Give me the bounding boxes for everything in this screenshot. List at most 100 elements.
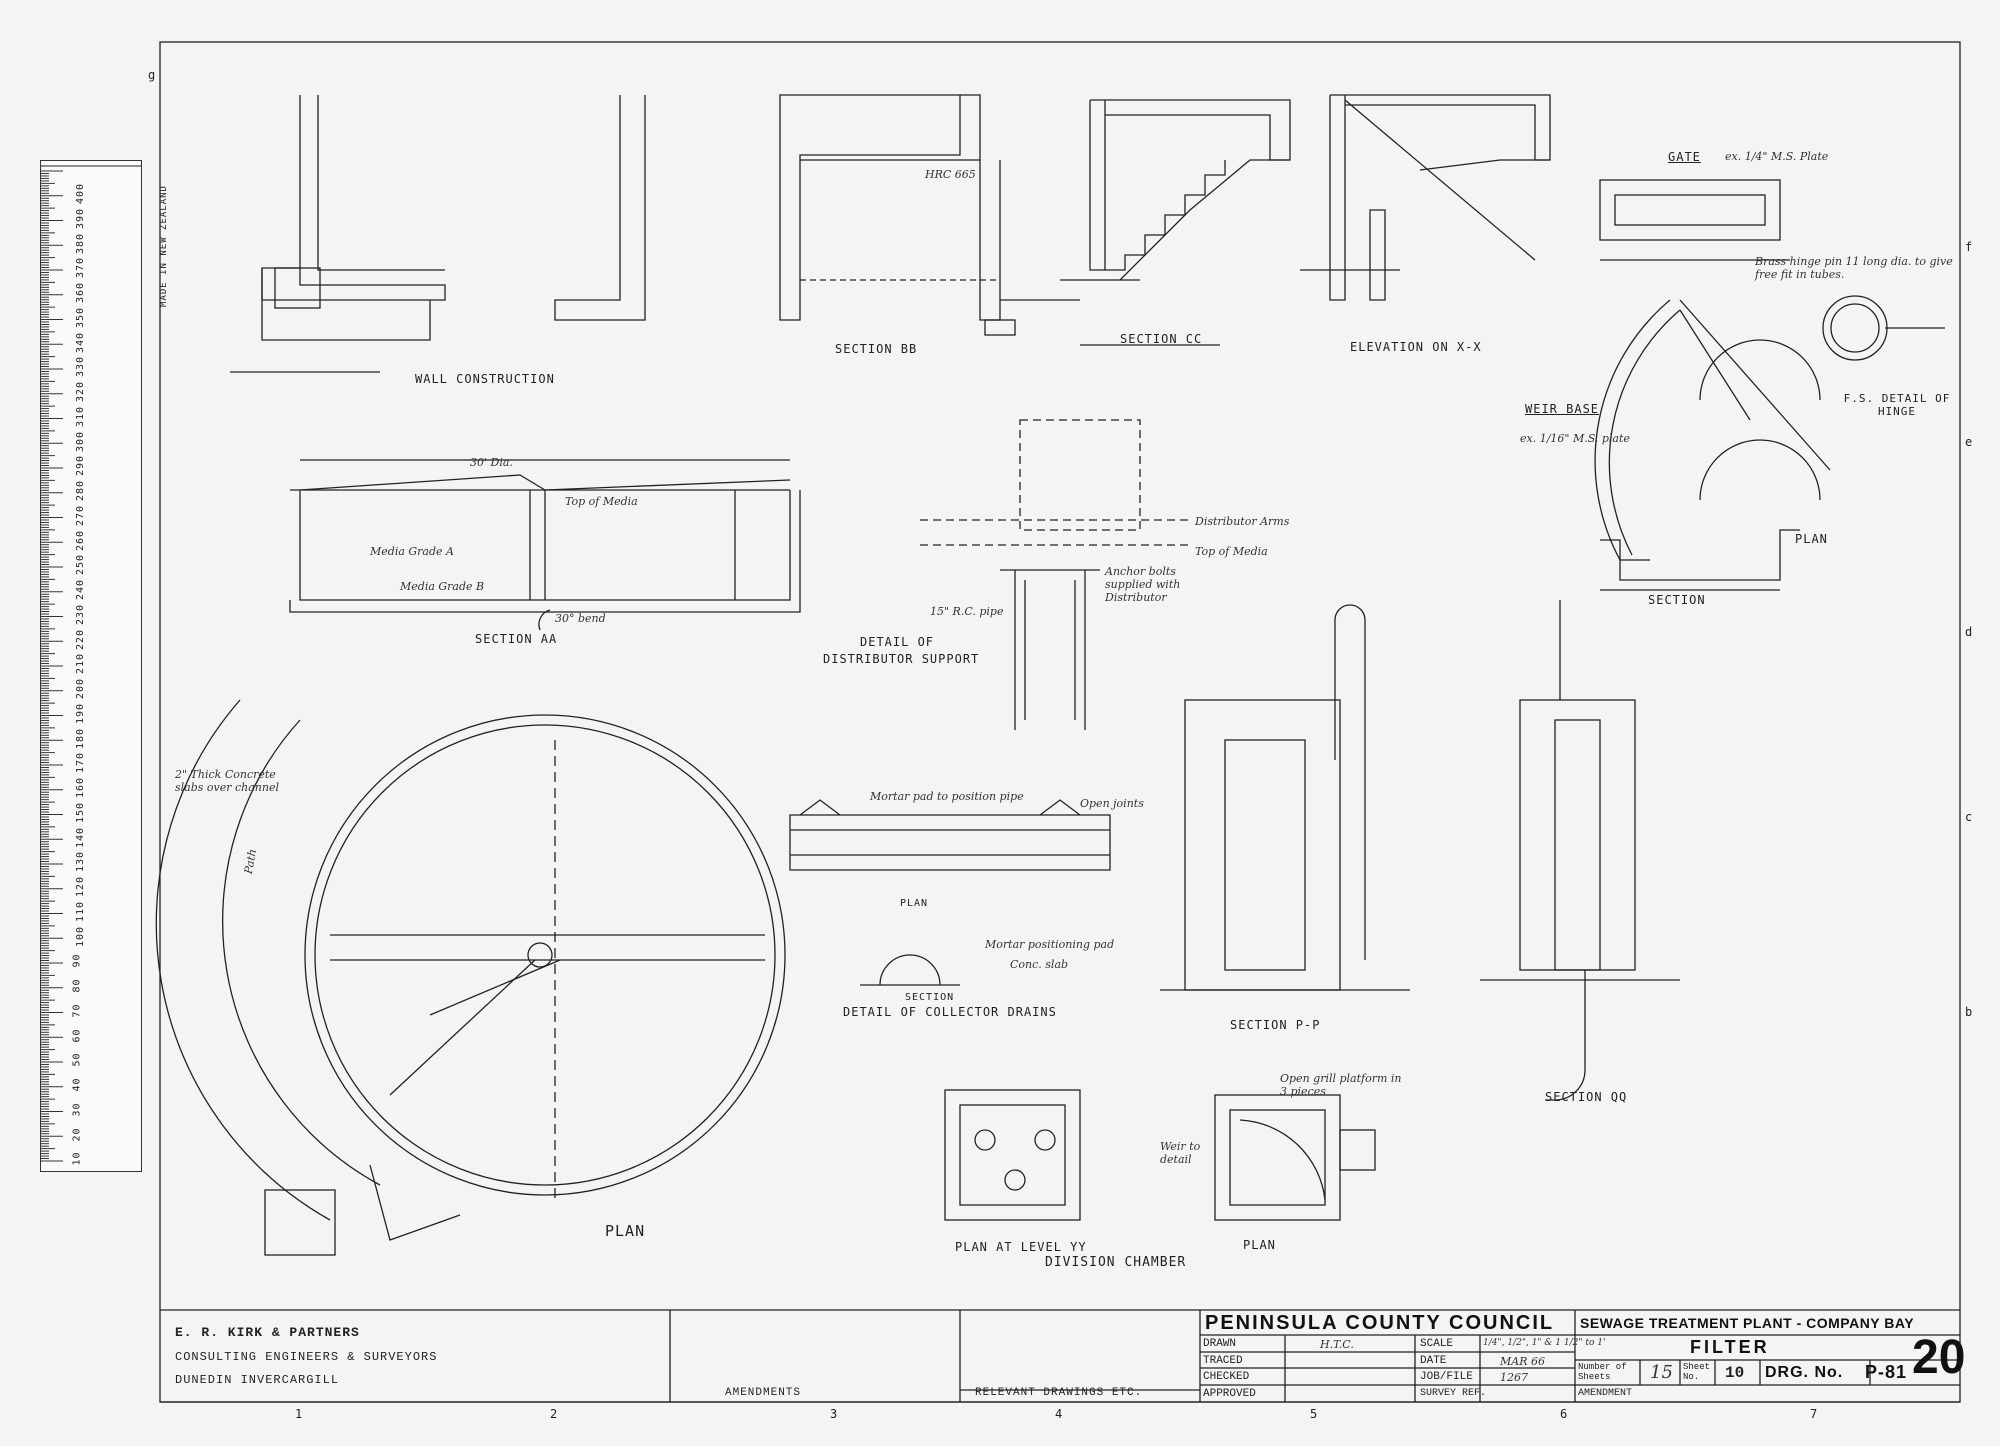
job-label: JOB/FILE [1420, 1371, 1473, 1383]
grid-col-2: 2 [550, 1407, 559, 1421]
date-value: MAR 66 [1500, 1355, 1545, 1368]
grid-col-4: 4 [1055, 1407, 1064, 1421]
division-chamber-plan-drawing [1214, 1094, 1376, 1221]
sheet-big-number: 20 [1912, 1331, 1966, 1384]
survey-label: SURVEY REF. [1420, 1388, 1487, 1399]
title-block-lines [160, 1309, 1960, 1402]
label-plan-main: PLAN [605, 1222, 646, 1240]
grid-col-6: 6 [1560, 1407, 1569, 1421]
label-hinge-detail: F.S. DETAIL OF HINGE [1843, 392, 1951, 418]
label-weir-section: SECTION [1648, 593, 1706, 607]
label-section-bb: SECTION BB [835, 342, 918, 356]
label-division-chamber: DIVISION CHAMBER [1045, 1255, 1187, 1270]
note-30-bend: 30° bend [555, 612, 606, 625]
note-rc-pipe: 15" R.C. pipe [930, 605, 1004, 618]
section-aa-drawing [289, 459, 801, 631]
note-gate-plate: ex. 1/4" M.S. Plate [1725, 150, 1829, 163]
grid-row-c: c [1965, 810, 1974, 824]
scale-ruler: MADE IN NEW ZEALAND [40, 160, 169, 1172]
project-name: SEWAGE TREATMENT PLANT - COMPANY BAY [1580, 1315, 1915, 1331]
label-gate: GATE [1668, 150, 1701, 164]
firm-locations: DUNEDIN INVERCARGILL [175, 1373, 340, 1387]
section-cc-drawing [1060, 99, 1291, 346]
job-value: 1267 [1500, 1371, 1528, 1384]
note-weir-plate: ex. 1/16" M.S. plate [1520, 432, 1630, 445]
grid-row-g: g [148, 68, 157, 82]
sheet-no-value: 10 [1725, 1364, 1745, 1382]
plan-level-yy-drawing [944, 1089, 1081, 1221]
note-anchor-bolts: Anchor bolts supplied with Distributor [1105, 565, 1181, 604]
amendment-label: AMENDMENT [1578, 1388, 1633, 1399]
label-elevation-xx: ELEVATION ON X-X [1350, 340, 1482, 354]
relevant-drawings-label: RELEVANT DRAWINGS ETC. [975, 1387, 1143, 1399]
firm-name: E. R. KIRK & PARTNERS [175, 1325, 360, 1340]
num-sheets-label: Number of Sheets [1578, 1362, 1627, 1382]
num-sheets-value: 15 [1650, 1362, 1673, 1383]
grid-row-f: f [1965, 240, 1974, 254]
note-top-of-media-aa: Top of Media [565, 495, 638, 508]
label-collector-plan: PLAN [900, 898, 929, 909]
label-weir-plan: PLAN [1795, 532, 1828, 546]
label-section-cc: SECTION CC [1120, 332, 1203, 346]
section-pp-drawing [1160, 604, 1410, 991]
drawn-label: DRAWN [1203, 1338, 1237, 1350]
note-brass-hinge: Brass hinge pin 11 long dia. to give fre… [1755, 255, 1953, 281]
weir-base-drawing [1594, 299, 1831, 561]
scale-label: SCALE [1420, 1338, 1454, 1350]
weir-section-drawing [1600, 529, 1800, 591]
sheet-no-label: Sheet No. [1683, 1362, 1711, 1382]
amendments-label: AMENDMENTS [725, 1387, 802, 1399]
client-name: PENINSULA COUNTY COUNCIL [1205, 1312, 1555, 1334]
label-distributor-support: DISTRIBUTOR SUPPORT [823, 652, 980, 666]
note-conc-slab: Conc. slab [1010, 958, 1069, 971]
elevation-xx-drawing [1300, 94, 1551, 301]
note-weir-to-detail: Weir to detail [1160, 1140, 1201, 1166]
hinge-detail-drawing [1822, 295, 1945, 361]
drawing-title: FILTER [1690, 1337, 1770, 1357]
distributor-support-drawing [920, 419, 1190, 730]
ruler-ticks [41, 165, 141, 1162]
label-section-qq: SECTION QQ [1545, 1090, 1628, 1104]
label-weir-base: WEIR BASE [1525, 402, 1600, 416]
traced-label: TRACED [1203, 1355, 1243, 1367]
label-section-aa: SECTION AA [475, 632, 558, 646]
label-detail-collector: DETAIL OF COLLECTOR DRAINS [843, 1005, 1057, 1019]
drg-label: DRG. No. [1765, 1364, 1844, 1381]
wall-construction-drawing [230, 95, 646, 373]
approved-label: APPROVED [1203, 1388, 1256, 1400]
label-division-plan: PLAN [1243, 1238, 1276, 1252]
sheet-border [159, 41, 1961, 1403]
filter-plan-drawing [155, 699, 786, 1256]
grid-col-1: 1 [295, 1407, 304, 1421]
note-mortar-positioning-pad: Mortar positioning pad [985, 938, 1115, 951]
note-distributor-arms: Distributor Arms [1195, 515, 1290, 528]
note-open-grill: Open grill platform in 3 pieces [1280, 1072, 1402, 1098]
note-hrc-665: HRC 665 [925, 168, 976, 181]
note-open-joints: Open joints [1080, 797, 1144, 810]
grid-col-7: 7 [1810, 1407, 1819, 1421]
label-collector-section: SECTION [905, 992, 955, 1003]
label-detail-of: DETAIL OF [860, 635, 935, 649]
firm-type: CONSULTING ENGINEERS & SURVEYORS [175, 1350, 438, 1364]
label-plan-level-yy: PLAN AT LEVEL YY [955, 1240, 1087, 1254]
label-section-pp: SECTION P-P [1230, 1018, 1321, 1032]
note-concrete-slabs: 2" Thick Concrete slabs over channel [175, 768, 280, 794]
grid-row-b: b [1965, 1005, 1974, 1019]
note-media-grade-b: Media Grade B [400, 580, 485, 593]
label-wall-construction: WALL CONSTRUCTION [415, 372, 555, 386]
drg-value: P-81 [1865, 1362, 1908, 1382]
date-label: DATE [1420, 1355, 1447, 1367]
section-bb-drawing [779, 94, 1080, 336]
note-media-grade-a: Media Grade A [370, 545, 454, 558]
checked-label: CHECKED [1203, 1371, 1250, 1383]
grid-col-3: 3 [830, 1407, 839, 1421]
section-qq-drawing [1480, 600, 1680, 1101]
scale-value: 1/4", 1/2", 1" & 1 1/2" to 1' [1483, 1338, 1606, 1348]
grid-row-e: e [1965, 435, 1974, 449]
collector-drains-drawing [789, 799, 1111, 986]
note-mortar-pad: Mortar pad to position pipe [870, 790, 1024, 803]
gate-drawing [1599, 179, 1790, 261]
drawn-value: H.T.C. [1320, 1338, 1354, 1351]
